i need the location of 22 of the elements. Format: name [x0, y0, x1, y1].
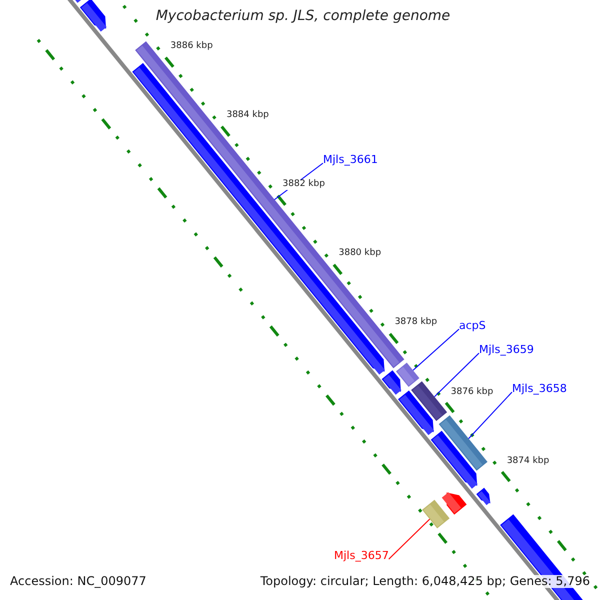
title: Mycobacterium sp. JLS, complete genome [154, 9, 450, 24]
scale-label: 3886 kbp [170, 42, 213, 52]
gene-label: Mjls_3658 [512, 383, 567, 396]
gene-label: acpS [459, 320, 486, 332]
leader-line [388, 518, 430, 560]
gene-bar [411, 381, 448, 421]
gene-bar [422, 500, 450, 528]
scale-label: 3882 kbp [282, 180, 325, 190]
scale-label: 3880 kbp [338, 249, 382, 260]
footer-text: Accession: NC_009077 [10, 575, 146, 588]
leader-line [468, 392, 512, 440]
scale-label: 3884 kbp [226, 111, 269, 122]
gene-label: Mjls_3657 [334, 550, 389, 562]
gene-label: Mjls_3659 [479, 344, 534, 356]
leader-line [434, 352, 480, 398]
gene-label: Mjls_3661 [323, 154, 378, 166]
leader-line [412, 328, 460, 371]
gene-bar [438, 415, 488, 471]
gene-bar [396, 362, 420, 387]
scale-label: 3876 kbp [450, 388, 494, 398]
scale-label: 3874 kbp [506, 456, 550, 466]
scale-label: 3878 kbp [394, 318, 438, 328]
